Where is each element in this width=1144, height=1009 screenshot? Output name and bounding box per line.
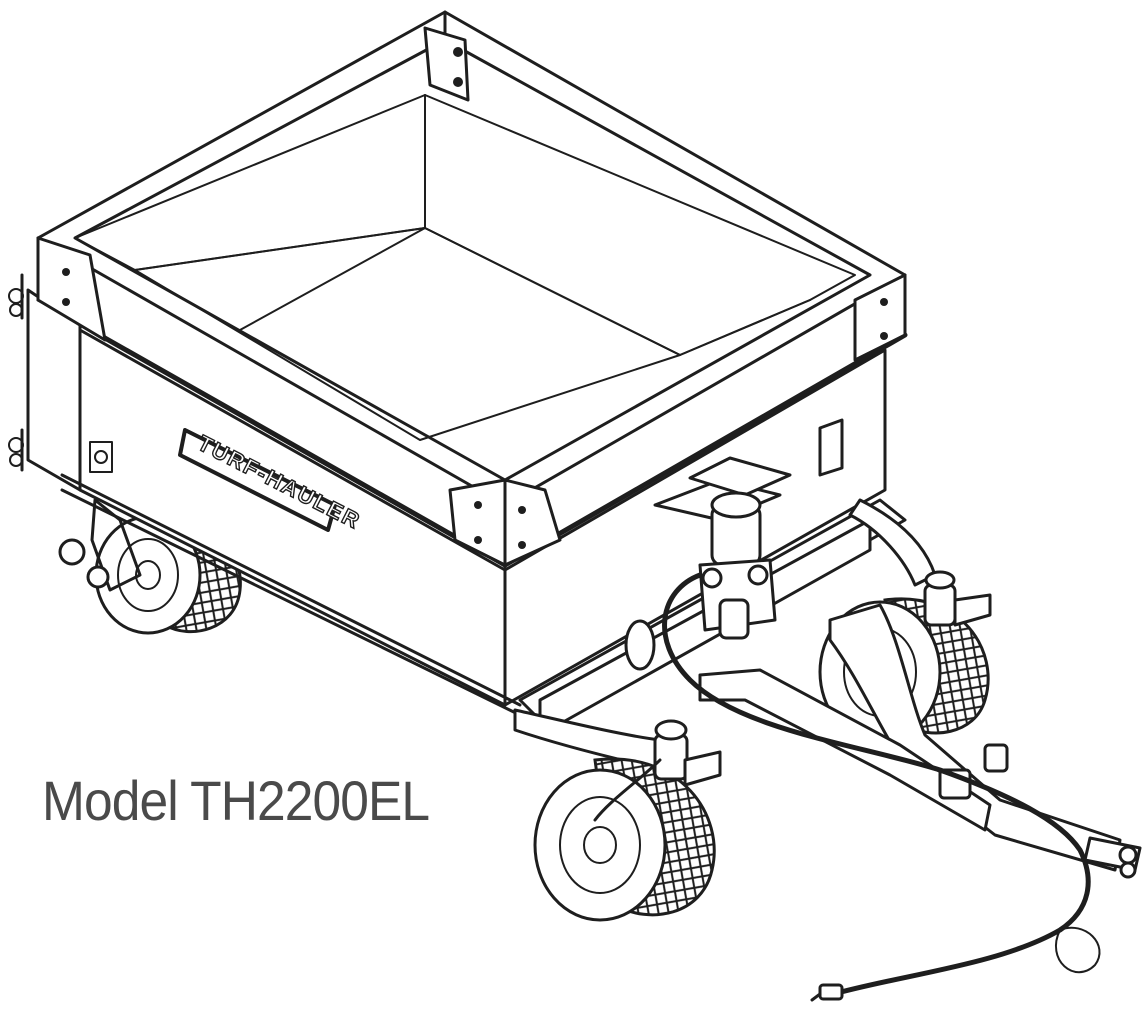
corner-bracket-rear: [36, 236, 107, 342]
cargo-box-rim: [36, 10, 907, 572]
corner-bracket-back: [423, 26, 470, 102]
front-left-wheel: [533, 719, 722, 922]
tailgate-hinge-top: [8, 273, 24, 320]
corner-bracket-front-right: [853, 273, 907, 362]
side-decal-icon: [89, 441, 113, 473]
hitch-tongue: [698, 603, 1142, 879]
electrical-plug: [818, 983, 844, 1001]
hydraulic-pump: [624, 456, 792, 671]
model-label: Model TH2200EL: [42, 769, 430, 832]
front-decal: [818, 418, 844, 477]
tailgate-hinge-bottom: [8, 428, 24, 472]
hydraulic-hose: [662, 572, 1101, 1002]
